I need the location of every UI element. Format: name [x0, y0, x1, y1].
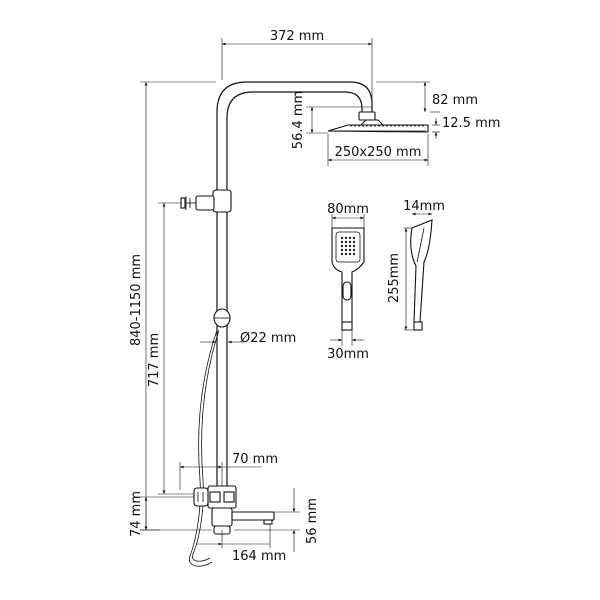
head-height-label: 56.4 mm — [291, 91, 306, 149]
spout-reach-label: 164 mm — [232, 549, 286, 564]
dimension-lines — [140, 38, 440, 552]
hand-shower-side — [410, 219, 433, 331]
head-thickness-label: 12.5 mm — [442, 116, 500, 131]
head-drop-label: 82 mm — [432, 93, 478, 108]
riser-pipe — [216, 81, 373, 491]
bath-mixer — [193, 485, 275, 535]
spout-height-label: 56 mm — [305, 498, 320, 544]
arm-reach-label: 372 mm — [270, 29, 324, 44]
handshower-depth-label: 14mm — [403, 199, 445, 214]
overhead-shower-head — [327, 111, 429, 133]
holder-height-label: 717 mm — [147, 333, 162, 387]
handshower-length-label: 255mm — [387, 253, 402, 303]
dimension-labels: 372 mm 82 mm 12.5 mm 56.4 mm 250x250 mm … — [129, 29, 500, 564]
base-height-label: 74 mm — [129, 491, 144, 537]
head-size-label: 250x250 mm — [335, 145, 422, 160]
spray-nozzles — [340, 236, 356, 256]
hand-shower-front — [331, 227, 365, 331]
pipe-diameter-label: Ø22 mm — [240, 331, 296, 346]
upper-bracket — [180, 189, 232, 213]
total-height-label: 840-1150 mm — [129, 254, 144, 346]
mixer-offset-label: 70 mm — [232, 452, 278, 467]
hand-shower-holder — [213, 308, 231, 328]
handshower-width-label: 80mm — [327, 202, 369, 217]
handshower-base-label: 30mm — [327, 347, 369, 362]
